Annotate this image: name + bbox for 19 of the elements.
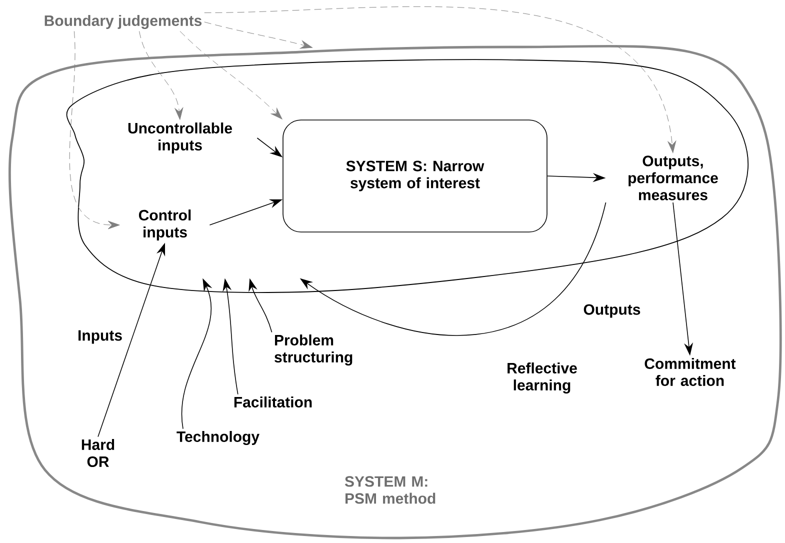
dashed-arrow [204,22,313,49]
text-label: Uncontrollable inputs [128,122,232,154]
dashed-arrow [180,30,282,120]
text-label: Inputs [78,330,122,344]
text-label: Outputs [584,304,640,318]
text-label: Control inputs [138,210,191,240]
text-label: Commitment for action [644,358,736,386]
boundary-label: Boundary judgements [44,14,202,30]
text-label: Hard OR [82,438,114,467]
text-label: Problem structuring [274,334,352,366]
edge-label: Reflective learning [508,362,577,394]
dashed-arrow [204,6,676,153]
text-label: Outputs, performance measures [628,156,718,200]
system-box: SYSTEM S: Narrow system of interest [282,120,548,232]
text-label: Facilitation [234,396,312,408]
text-label: Technology [176,430,260,446]
dashed-arrow [139,30,184,120]
dashed-arrow [69,30,120,230]
system-boundary [66,59,749,294]
